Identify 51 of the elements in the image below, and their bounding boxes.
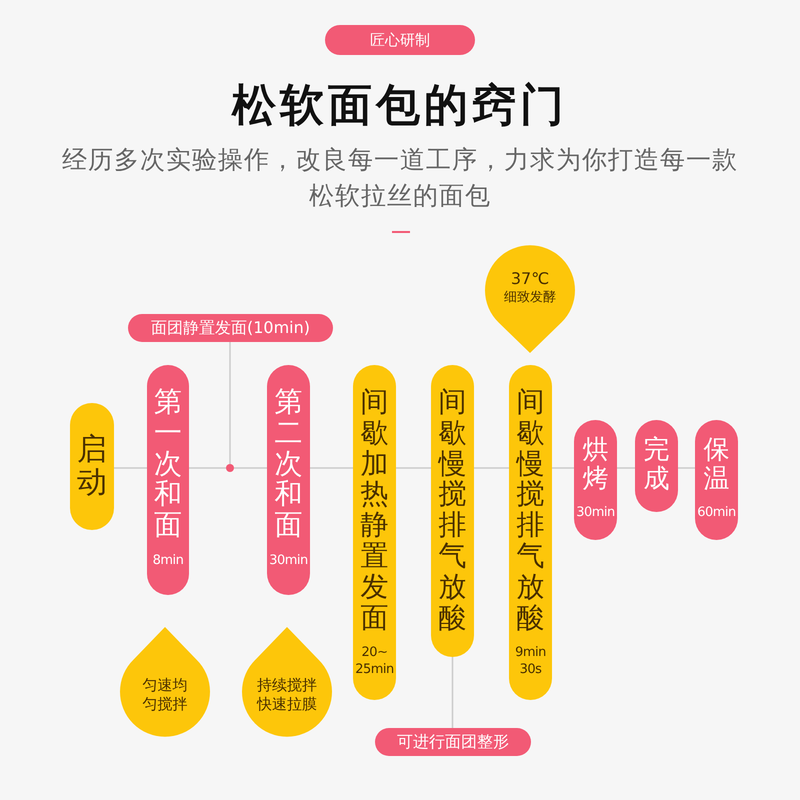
step-name: 启动: [77, 433, 107, 499]
drop-callout: [120, 627, 210, 737]
connector-line: [474, 467, 509, 469]
duration-text: 20~ 25min: [354, 645, 395, 678]
pill-label: [325, 25, 475, 55]
connector-line: [310, 467, 353, 469]
step-name: 第一次和面: [154, 387, 182, 541]
step-pill: [267, 365, 310, 595]
connector-line: [234, 467, 267, 469]
drop-callout: [242, 627, 332, 737]
connector-line: [114, 467, 147, 469]
step-pill: [353, 365, 396, 700]
subtitle: 经历多次实验操作，改良每一道工序，力求为你打造每一款松软拉丝的面包: [61, 144, 739, 212]
connector-line: [678, 467, 695, 469]
step-pill: [70, 403, 114, 530]
step-name: 完成: [644, 436, 670, 494]
callout-text: 细致发酵: [503, 290, 557, 307]
junction-dot: [226, 464, 234, 472]
connector-line: [396, 467, 431, 469]
pill-label: [375, 728, 531, 756]
connector-line: [189, 467, 226, 469]
drop-callout: [485, 245, 575, 353]
step-name: 间歇慢搅排气放酸: [438, 387, 466, 634]
step-pill: [635, 420, 678, 512]
duration-text: 30min: [575, 505, 616, 522]
step-pill: [509, 365, 552, 700]
pill-label: [128, 314, 333, 342]
step-pill: [695, 420, 738, 540]
step-name: 第二次和面: [274, 387, 302, 541]
step-name: 烘烤: [582, 436, 608, 494]
step-pill: [574, 420, 617, 540]
connector-line: [452, 657, 454, 728]
duration-text: 60min: [696, 505, 737, 522]
step-pill: [147, 365, 189, 595]
pill-text: 可进行面团整形: [397, 732, 509, 752]
duration-text: 8min: [152, 552, 184, 570]
callout-text: 匀速均匀搅拌: [142, 676, 188, 714]
duration-text: 9min 30s: [514, 645, 547, 678]
callout-text: 37℃: [510, 269, 550, 290]
step-name: 间歇加热静置发面: [360, 387, 388, 634]
connector-line: [229, 342, 231, 464]
pill-text: 面团静置发面(10min): [150, 318, 310, 338]
step-name: 间歇慢搅排气放酸: [516, 387, 544, 634]
title: 松软面包的窍门: [230, 79, 569, 133]
step-name: 保温: [704, 436, 730, 494]
pill-text: 匠心研制: [370, 30, 430, 50]
connector-line: [617, 467, 635, 469]
connector-line: [552, 467, 574, 469]
step-pill: [431, 365, 474, 657]
duration-text: 30min: [268, 552, 309, 570]
callout-text: 持续搅拌快速拉膜: [256, 676, 318, 714]
